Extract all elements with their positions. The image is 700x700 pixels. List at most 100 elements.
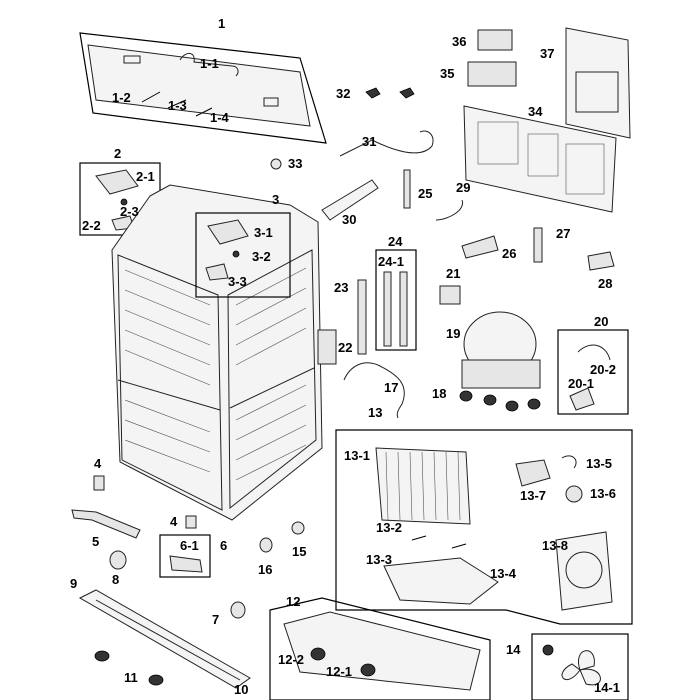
label-34: 34 xyxy=(528,104,543,119)
label-1: 1 xyxy=(218,16,225,31)
label-13-1: 13-1 xyxy=(344,448,370,463)
label-10: 10 xyxy=(234,682,248,697)
label-11: 11 xyxy=(124,670,138,685)
label-6: 6 xyxy=(220,538,227,553)
label-24-1: 24-1 xyxy=(378,254,404,269)
part-12-2-foot xyxy=(310,647,326,661)
part-34-vent-3 xyxy=(565,143,605,195)
part-32-clip-right xyxy=(399,87,415,99)
part-4b-leg xyxy=(185,515,197,529)
label-1-2: 1-2 xyxy=(112,90,131,105)
label-12-1: 12-1 xyxy=(326,664,352,679)
part-28-valve xyxy=(587,251,615,271)
label-17: 17 xyxy=(384,380,398,395)
label-3-1: 3-1 xyxy=(254,225,273,240)
part-30-bracket xyxy=(321,179,379,221)
screw-1-3 xyxy=(167,99,187,109)
hinge-3-3-part xyxy=(205,263,229,281)
part-29-sensor xyxy=(435,199,464,221)
part-24-1-tube-b xyxy=(399,271,408,347)
part-20-2-wire xyxy=(577,344,611,361)
label-2-1: 2-1 xyxy=(136,169,155,184)
top-cover-group xyxy=(79,32,327,144)
label-30: 30 xyxy=(342,212,356,227)
label-26: 26 xyxy=(502,246,516,261)
label-12: 12 xyxy=(286,594,300,609)
part-24-1-tube-a xyxy=(383,271,392,347)
label-1-3: 1-3 xyxy=(168,98,187,113)
label-36: 36 xyxy=(452,34,466,49)
part-13-1-evaporator xyxy=(375,447,471,525)
part-25-sensor xyxy=(403,169,411,209)
part-5-bracket xyxy=(71,509,141,539)
label-35: 35 xyxy=(440,66,454,81)
label-24: 24 xyxy=(388,234,403,249)
top-cover-frame xyxy=(79,32,327,144)
part-34-vent-2 xyxy=(527,133,559,177)
label-32: 32 xyxy=(336,86,350,101)
cabinet-grid-lines xyxy=(124,267,307,481)
label-9: 9 xyxy=(70,576,77,591)
hinge-2-1-part xyxy=(95,169,139,195)
part-12-cover xyxy=(283,611,481,691)
part-6-bracket xyxy=(169,555,203,573)
part-34-vent-1 xyxy=(477,121,519,165)
part-21-relay xyxy=(439,285,461,305)
label-37: 37 xyxy=(540,46,554,61)
label-20-2: 20-2 xyxy=(590,362,616,377)
hinge-3-1-part xyxy=(207,219,249,245)
screw-1-2 xyxy=(141,91,161,103)
part-13-2-screw-b xyxy=(451,543,467,549)
label-13-5: 13-5 xyxy=(586,456,612,471)
label-3-2: 3-2 xyxy=(252,249,271,264)
part-20-1-cover xyxy=(569,387,595,411)
part-8-roller xyxy=(109,550,127,570)
hinge-2-3-bolt xyxy=(120,198,128,206)
label-20-1: 20-1 xyxy=(568,376,594,391)
part-13-7-motor xyxy=(515,459,551,487)
part-14-bushing xyxy=(542,644,554,656)
label-7: 7 xyxy=(212,612,219,627)
part-4a-leg xyxy=(93,475,105,491)
shroud-hub xyxy=(565,551,603,589)
hinge-3-frame xyxy=(195,212,291,298)
label-13: 13 xyxy=(368,405,382,420)
part-16-spring xyxy=(259,537,273,553)
label-2-3: 2-3 xyxy=(120,204,139,219)
label-8: 8 xyxy=(112,572,119,587)
part-33-bushing xyxy=(270,158,282,170)
label-33: 33 xyxy=(288,156,302,171)
part-34-panel xyxy=(463,105,617,213)
part-13-6-fan xyxy=(565,485,583,503)
cabinet-divider-2 xyxy=(229,367,315,409)
label-3: 3 xyxy=(272,192,279,207)
label-15: 15 xyxy=(292,544,306,559)
cabinet xyxy=(111,184,323,521)
top-cover-part xyxy=(87,44,311,127)
cabinet-inner-left xyxy=(117,254,223,511)
part-7-roller xyxy=(230,601,246,619)
part-37-label xyxy=(575,71,619,113)
label-25: 25 xyxy=(418,186,432,201)
part-12-frame xyxy=(269,597,491,700)
label-13-3: 13-3 xyxy=(366,552,392,567)
part-13-3-tray xyxy=(383,557,499,605)
label-29: 29 xyxy=(456,180,470,195)
screw-1-4 xyxy=(195,107,213,117)
label-1-1: 1-1 xyxy=(200,56,219,71)
label-3-3: 3-3 xyxy=(228,274,247,289)
label-13-8: 13-8 xyxy=(542,538,568,553)
label-20: 20 xyxy=(594,314,608,329)
label-12-2: 12-2 xyxy=(278,652,304,667)
part-24-frame xyxy=(375,249,417,351)
callout-labels: 1 1-1 1-2 1-3 1-4 2 2-1 2-3 2-2 3 3-1 3-… xyxy=(70,16,620,697)
part-15-spring xyxy=(291,521,305,535)
part-11-foot-left xyxy=(94,650,110,662)
label-22: 22 xyxy=(338,340,352,355)
label-13-7: 13-7 xyxy=(520,488,546,503)
part-37-cover xyxy=(565,27,631,139)
label-13-2: 13-2 xyxy=(376,520,402,535)
label-2-2: 2-2 xyxy=(82,218,101,233)
part-22-bracket xyxy=(317,329,337,365)
part-13-frame xyxy=(335,429,633,625)
